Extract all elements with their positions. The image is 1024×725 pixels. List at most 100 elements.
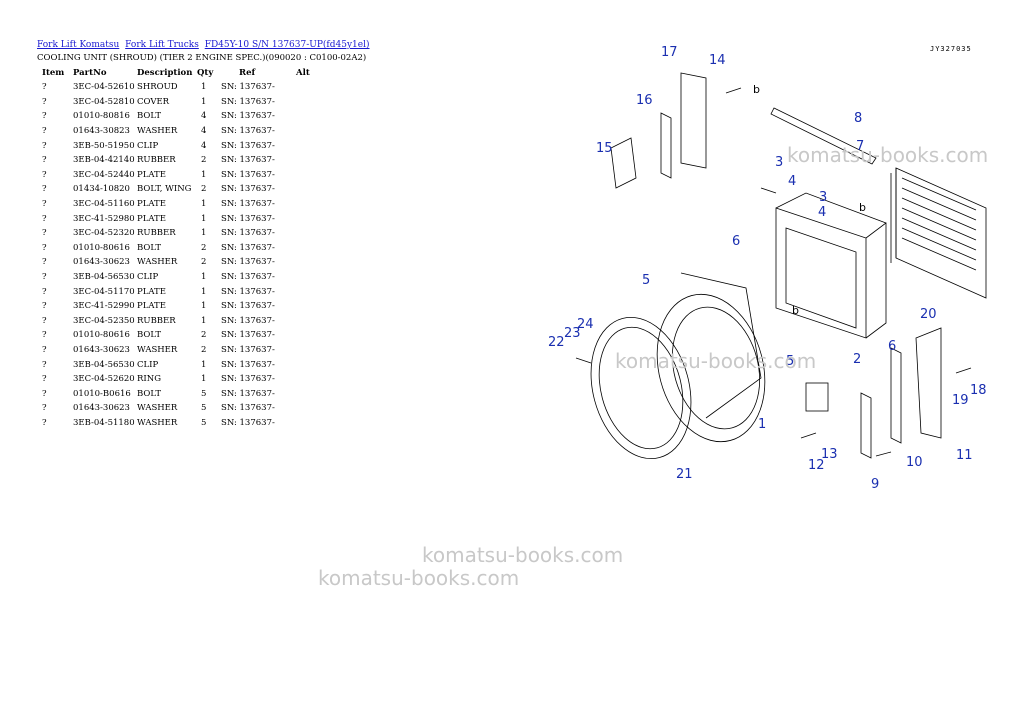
watermark: komatsu-books.com: [615, 349, 817, 373]
radiator-outline: [895, 167, 987, 299]
cell-qty: 1: [201, 272, 207, 283]
cell-partno: 3EC-04-51160: [73, 199, 135, 210]
cell-alt: [296, 357, 326, 372]
cell-ref: SN: 137637-: [221, 257, 275, 268]
header-qty: Qty: [197, 68, 214, 78]
cell-description: BOLT, WING: [137, 184, 192, 195]
breadcrumb-link-fork-lift-komatsu[interactable]: Fork Lift Komatsu: [37, 40, 120, 50]
cell-item: ?: [42, 169, 47, 180]
cell-partno: 3EB-50-51950: [73, 140, 135, 151]
cell-alt: [296, 270, 326, 285]
cell-partno: 3EB-04-56530: [73, 359, 135, 370]
cell-partno: 01434-10820: [73, 184, 130, 195]
cell-description: RUBBER: [137, 155, 176, 166]
callout-label: b: [792, 304, 799, 317]
watermark: komatsu-books.com: [787, 143, 989, 167]
cell-qty: 1: [201, 96, 207, 107]
cell-description: PLATE: [137, 169, 166, 180]
cell-partno: 3EC-04-52350: [73, 315, 135, 326]
cell-alt: [296, 182, 326, 197]
cell-alt: [296, 95, 326, 110]
breadcrumb-link-fork-lift-trucks[interactable]: Fork Lift Trucks: [125, 40, 199, 50]
cell-item: ?: [42, 388, 47, 399]
callout-label: 24: [577, 317, 594, 332]
callout-label: b: [753, 83, 760, 96]
shroud-box: [775, 207, 867, 339]
cell-qty: 2: [201, 184, 207, 195]
plate-9: [860, 392, 872, 459]
callout-label: 22: [548, 335, 565, 350]
callout-label: 6: [888, 339, 896, 354]
callout-label: 13: [821, 447, 838, 462]
callout-label: 7: [856, 139, 864, 154]
cell-description: WASHER: [137, 257, 178, 268]
bracket-15: [610, 137, 637, 189]
callout-label: 2: [853, 352, 861, 367]
cell-item: ?: [42, 242, 47, 253]
cell-description: RUBBER: [137, 315, 176, 326]
cell-item: ?: [42, 301, 47, 312]
header-description: Description: [137, 68, 193, 78]
cell-item: ?: [42, 140, 47, 151]
cell-alt: [296, 372, 326, 387]
cell-ref: SN: 137637-: [221, 359, 275, 370]
cell-partno: 3EC-04-52620: [73, 374, 135, 385]
breadcrumb-link-model[interactable]: FD45Y-10 S/N 137637-UP(fd45y1el): [204, 40, 370, 50]
cell-item: ?: [42, 374, 47, 385]
cell-ref: SN: 137637-: [221, 199, 275, 210]
cell-alt: [296, 284, 326, 299]
cell-qty: 1: [201, 82, 207, 93]
cell-alt: [296, 401, 326, 416]
cell-ref: SN: 137637-: [221, 344, 275, 355]
cell-alt: [296, 386, 326, 401]
cell-item: ?: [42, 359, 47, 370]
cell-qty: 4: [201, 126, 207, 137]
cell-partno: 3EC-04-52320: [73, 228, 135, 239]
cell-description: PLATE: [137, 213, 166, 224]
cell-item: ?: [42, 213, 47, 224]
cell-qty: 5: [201, 417, 207, 428]
callout-label: 16: [636, 93, 653, 108]
cell-ref: SN: 137637-: [221, 155, 275, 166]
cell-partno: 01643-30623: [73, 257, 130, 268]
cell-partno: 3EC-41-52980: [73, 213, 135, 224]
cell-ref: SN: 137637-: [221, 111, 275, 122]
cell-alt: [296, 109, 326, 124]
callout-label: 8: [854, 111, 862, 126]
cell-partno: 01643-30823: [73, 126, 130, 137]
cell-qty: 2: [201, 330, 207, 341]
cell-partno: 01010-80616: [73, 330, 130, 341]
header-alt: Alt: [296, 68, 310, 78]
parts-table-header: Item PartNo Description Qty Ref Alt: [37, 66, 326, 80]
cell-description: BOLT: [137, 388, 161, 399]
cell-alt: [296, 168, 326, 183]
cell-qty: 1: [201, 301, 207, 312]
cell-item: ?: [42, 257, 47, 268]
cell-ref: SN: 137637-: [221, 242, 275, 253]
cell-item: ?: [42, 126, 47, 137]
cell-qty: 1: [201, 374, 207, 385]
callout-label: 5: [786, 354, 794, 369]
cell-qty: 2: [201, 155, 207, 166]
cell-alt: [296, 314, 326, 329]
callout-label: 9: [871, 477, 879, 488]
header-ref: Ref: [239, 68, 256, 78]
breadcrumb: Fork Lift Komatsu Fork Lift Trucks FD45Y…: [37, 40, 373, 50]
drawing-code: JY327035: [930, 45, 972, 53]
cell-description: CLIP: [137, 272, 159, 283]
cell-item: ?: [42, 330, 47, 341]
cell-ref: SN: 137637-: [221, 96, 275, 107]
cell-description: BOLT: [137, 111, 161, 122]
cell-alt: [296, 153, 326, 168]
callout-label: 4: [788, 174, 796, 189]
